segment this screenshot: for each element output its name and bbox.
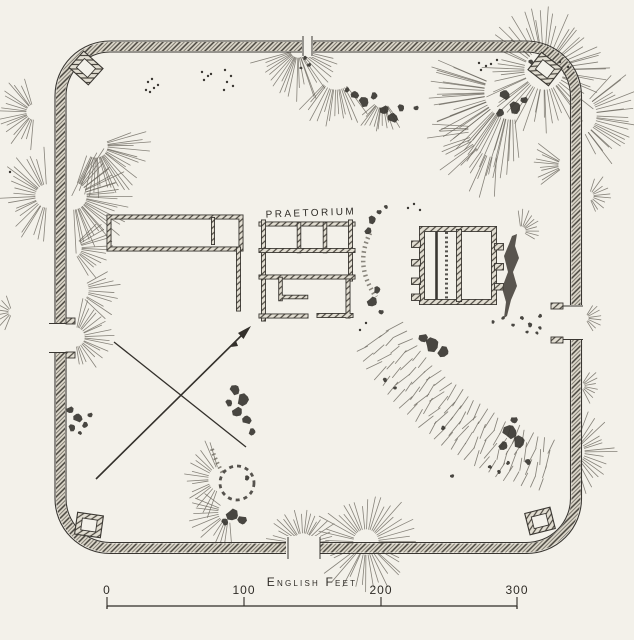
survey-cross-lines (95, 326, 251, 480)
gate-openings (48, 35, 584, 559)
praetorium-inner-east (316, 278, 354, 319)
granary-building (419, 226, 497, 305)
scale-tick-200: 200 (369, 583, 392, 597)
debris-stones (8, 55, 570, 526)
hachure-shading (0, 6, 634, 593)
wall-fragment (502, 234, 519, 318)
scale-title: English Feet (267, 575, 357, 589)
north-arrow-head (238, 326, 251, 339)
east-gate-gap (558, 305, 584, 340)
corner-tower-ne (527, 51, 563, 87)
scale-tick-300: 300 (505, 583, 528, 597)
west-gate-gap (48, 323, 73, 353)
interior-buildings (106, 214, 519, 322)
praetorium-front-rooms (296, 221, 328, 254)
corner-tower-se (524, 506, 556, 536)
corner-towers (68, 50, 563, 539)
praetorium-label: PRAETORIUM (265, 206, 356, 220)
circular-well-feature (218, 464, 256, 502)
praetorium-inner-west (278, 276, 309, 302)
barracks-building (106, 214, 244, 252)
south-gate-gap (286, 536, 320, 558)
corner-tower-nw (68, 50, 104, 86)
scale-tick-100: 100 (232, 583, 255, 597)
corner-tower-sw (73, 511, 105, 539)
scale-line (106, 605, 518, 609)
scale-bar: 0 100 200 300 English Feet (103, 575, 528, 609)
north-break-gap (302, 35, 313, 57)
scale-tick-0: 0 (103, 583, 111, 597)
